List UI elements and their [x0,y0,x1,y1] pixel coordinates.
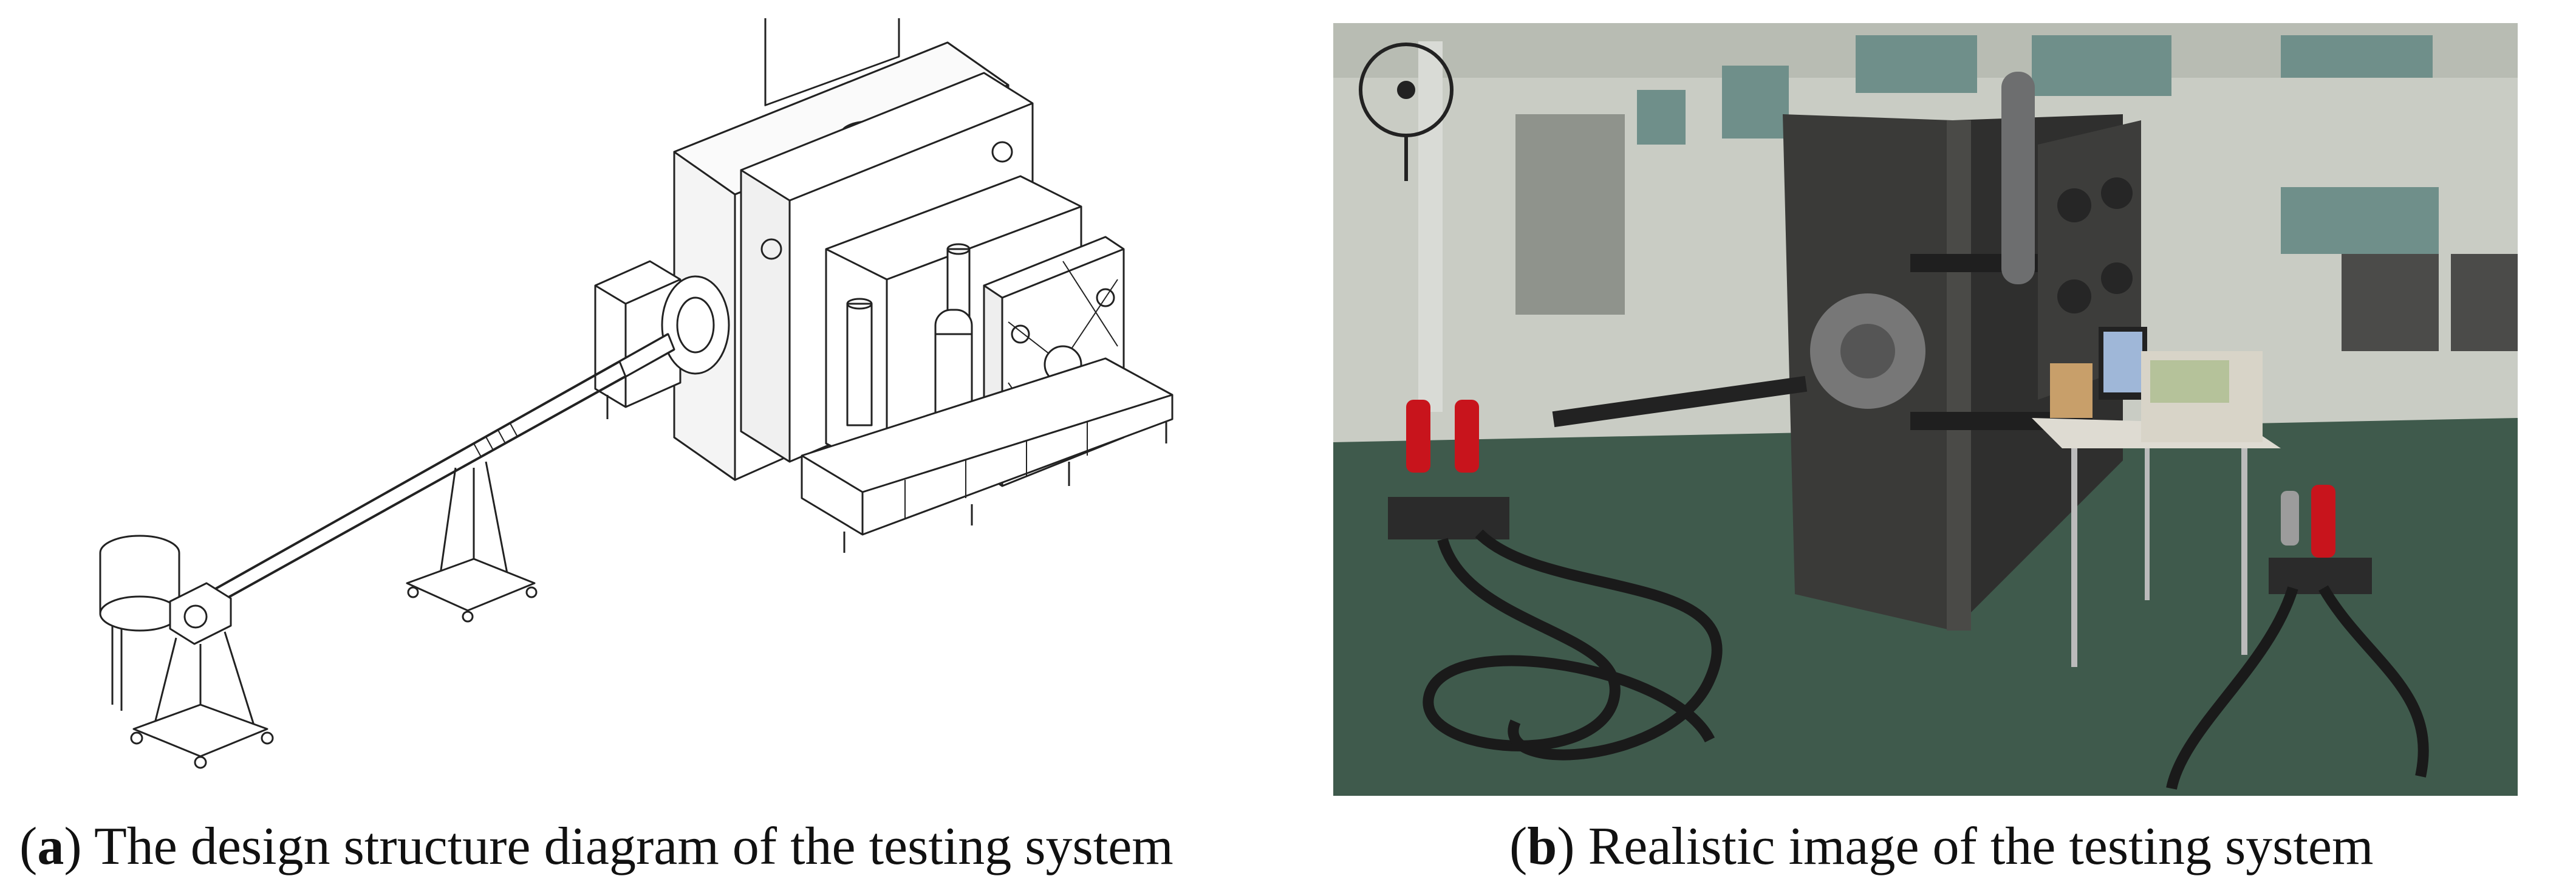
side-bracket [594,260,682,419]
panel-a: (a) The design structure diagram of the … [19,18,1174,876]
control-desk [2032,327,2281,667]
caption-b: (b) Realistic image of the testing syste… [1509,817,2374,876]
base-skid [801,357,1174,553]
testing-system-photo [1333,23,2518,796]
middle-stand [406,461,538,623]
background-machines [2342,254,2518,351]
design-structure-drawing [99,18,1174,769]
pressure-vessel [99,535,180,711]
loading-rod-photo [1552,375,1808,428]
caption-a-text: The design structure diagram of the test… [94,817,1174,876]
hydraulic-hoses [1423,529,2429,790]
windows [1637,35,2439,254]
accumulator-photo [2001,72,2035,284]
impact-flange [661,275,730,375]
loading-rod [182,333,675,621]
caption-b-text: Realistic image of the testing system [1588,817,2374,876]
hydraulic-filters [1406,400,2335,558]
launcher-housing [130,582,274,769]
panel-b: (b) Realistic image of the testing syste… [1333,23,2576,893]
caption-b-letter: b [1527,817,1557,876]
caption-a-letter: a [37,817,64,876]
wall-fan [1359,43,1454,181]
caption-a: (a) The design structure diagram of the … [19,817,1174,876]
